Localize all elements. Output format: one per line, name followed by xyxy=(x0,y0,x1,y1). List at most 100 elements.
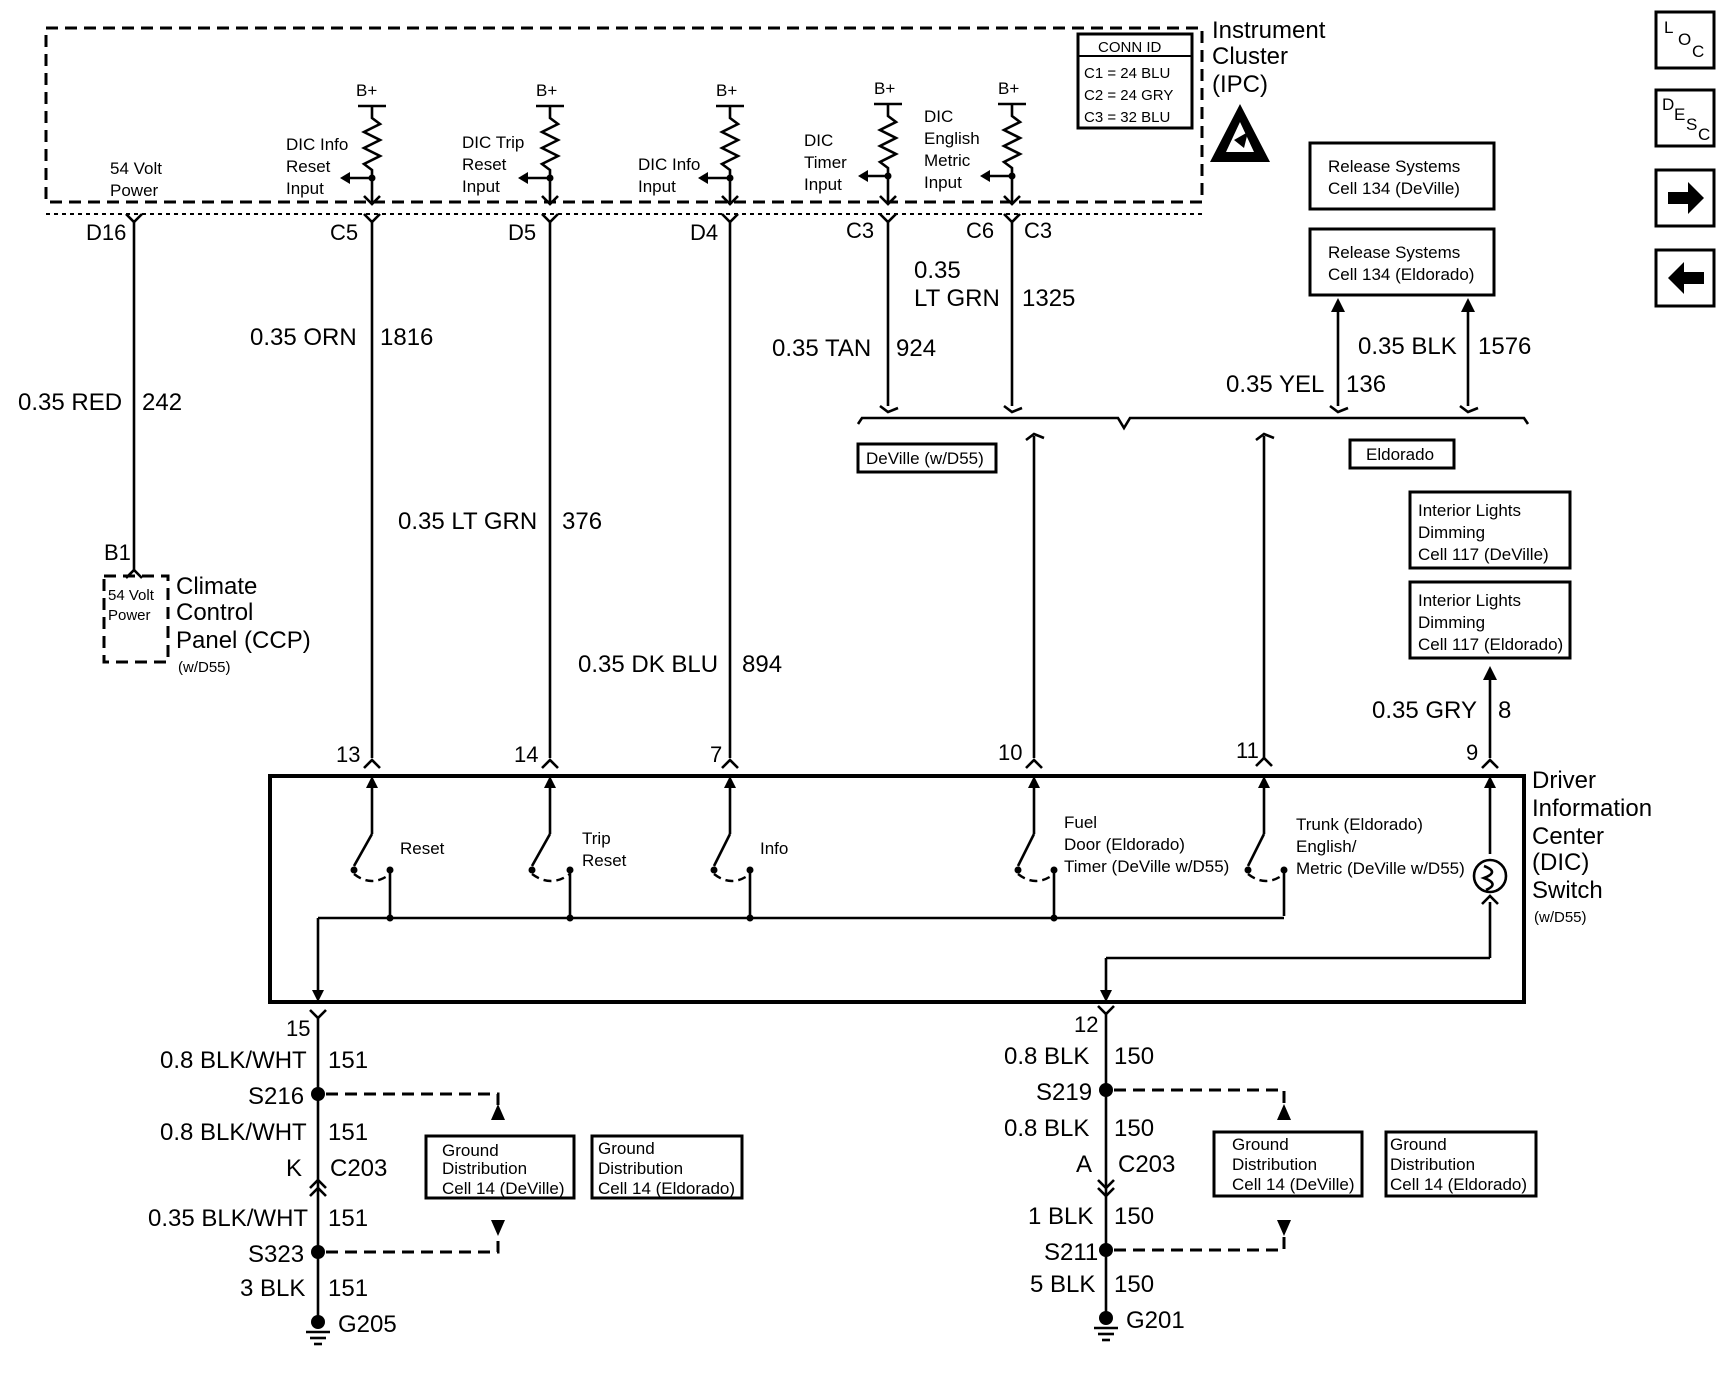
svg-text:Cell 134 (Eldorado): Cell 134 (Eldorado) xyxy=(1328,265,1474,284)
pin-d4: D4 xyxy=(690,220,718,245)
svg-text:151: 151 xyxy=(328,1119,368,1146)
dimming-deville-box[interactable]: Interior Lights Dimming Cell 117 (DeVill… xyxy=(1408,490,1572,570)
svg-text:376: 376 xyxy=(562,508,602,535)
svg-text:Switch: Switch xyxy=(1532,877,1603,904)
svg-text:1576: 1576 xyxy=(1478,333,1531,360)
dic-pin-9: 9 xyxy=(1466,740,1478,765)
svg-text:B+: B+ xyxy=(536,81,557,100)
svg-text:151: 151 xyxy=(328,1205,368,1232)
svg-text:Control: Control xyxy=(176,599,253,626)
svg-text:0.35: 0.35 xyxy=(914,257,961,284)
arrow-left-icon xyxy=(1668,262,1704,294)
conn-id-table: CONN ID C1 = 24 BLU C2 = 24 GRY C3 = 32 … xyxy=(1076,32,1194,130)
svg-text:Cell 14 (Eldorado): Cell 14 (Eldorado) xyxy=(1390,1175,1527,1194)
loc-button[interactable]: L O C xyxy=(1654,10,1716,70)
svg-text:Driver: Driver xyxy=(1532,767,1596,794)
dic-pin-15: 15 xyxy=(286,1016,310,1041)
ground-dist-deville-right[interactable]: Ground Distribution Cell 14 (DeVille) xyxy=(1212,1130,1364,1198)
release-eldorado-box[interactable]: Release Systems Cell 134 (Eldorado) xyxy=(1308,227,1496,297)
release-deville-box[interactable]: Release Systems Cell 134 (DeVille) xyxy=(1308,141,1496,211)
switch-reset: Reset xyxy=(350,776,445,918)
wire-894: 0.35 DK BLU 894 xyxy=(578,213,782,758)
svg-text:O: O xyxy=(1678,30,1691,49)
svg-text:Timer (DeVille w/D55): Timer (DeVille w/D55) xyxy=(1064,857,1229,876)
svg-text:Distribution: Distribution xyxy=(598,1159,683,1178)
wire-1576: 0.35 BLK 1576 xyxy=(1358,298,1531,414)
svg-text:0.35 BLK: 0.35 BLK xyxy=(1358,333,1457,360)
svg-text:DeVille (w/D55): DeVille (w/D55) xyxy=(866,449,984,468)
dic-block: Driver Information Center (DIC) Switch (… xyxy=(268,738,1652,1041)
splice-s211 xyxy=(1099,1243,1113,1257)
dic-ground-bus xyxy=(312,914,1490,1002)
svg-text:Trunk (Eldorado): Trunk (Eldorado) xyxy=(1296,815,1423,834)
svg-text:Ground: Ground xyxy=(442,1141,499,1160)
dic-pin-7: 7 xyxy=(710,742,722,767)
svg-text:0.8 BLK: 0.8 BLK xyxy=(1004,1115,1089,1142)
svg-text:Ground: Ground xyxy=(1232,1135,1289,1154)
ground-dist-deville-left[interactable]: Ground Distribution Cell 14 (DeVille) xyxy=(424,1134,576,1200)
svg-text:Metric (DeVille w/D55): Metric (DeVille w/D55) xyxy=(1296,859,1465,878)
svg-text:924: 924 xyxy=(896,335,936,362)
input-info-reset: B+ DIC Info Reset Input xyxy=(286,81,386,206)
input-english-metric: B+ DIC English Metric Input xyxy=(924,79,1026,206)
svg-text:G205: G205 xyxy=(338,1311,397,1338)
svg-text:0.35 YEL: 0.35 YEL xyxy=(1226,371,1324,398)
svg-text:Input: Input xyxy=(804,175,842,194)
dic-pin-14: 14 xyxy=(514,742,538,767)
svg-text:0.8 BLK/WHT: 0.8 BLK/WHT xyxy=(160,1047,307,1074)
svg-text:DIC Info: DIC Info xyxy=(286,135,348,154)
svg-text:B+: B+ xyxy=(874,79,895,98)
svg-text:Interior Lights: Interior Lights xyxy=(1418,591,1521,610)
svg-text:Interior Lights: Interior Lights xyxy=(1418,501,1521,520)
dic-pin-11: 11 xyxy=(1236,738,1259,763)
dic-title: Driver Information Center (DIC) Switch (… xyxy=(1532,767,1652,926)
svg-text:151: 151 xyxy=(328,1047,368,1074)
svg-text:Dimming: Dimming xyxy=(1418,613,1485,632)
wire-1325: 0.35 LT GRN 1325 xyxy=(914,213,1075,414)
svg-text:Dimming: Dimming xyxy=(1418,523,1485,542)
variant-brace xyxy=(856,416,1530,431)
ground-dist-eldorado-right[interactable]: Ground Distribution Cell 14 (Eldorado) xyxy=(1384,1130,1538,1198)
svg-text:Cell 14 (DeVille): Cell 14 (DeVille) xyxy=(442,1179,565,1198)
pin-c3b: C3 xyxy=(1024,218,1052,243)
svg-text:Power: Power xyxy=(108,607,151,624)
svg-text:Info: Info xyxy=(760,839,788,858)
svg-text:Metric: Metric xyxy=(924,151,971,170)
svg-text:D: D xyxy=(1662,95,1674,114)
svg-text:242: 242 xyxy=(142,389,182,416)
ground-dist-eldorado-left[interactable]: Ground Distribution Cell 14 (Eldorado) xyxy=(590,1134,744,1200)
wire-1816: 0.35 ORN 1816 xyxy=(250,213,433,758)
pin-c5: C5 xyxy=(330,220,358,245)
svg-text:0.35 DK BLU: 0.35 DK BLU xyxy=(578,651,718,678)
svg-text:C1 = 24 BLU: C1 = 24 BLU xyxy=(1084,65,1170,82)
svg-text:Timer: Timer xyxy=(804,153,847,172)
svg-text:C203: C203 xyxy=(1118,1151,1175,1178)
svg-text:C203: C203 xyxy=(330,1155,387,1182)
next-page-button[interactable] xyxy=(1654,168,1716,228)
svg-text:E: E xyxy=(1674,105,1685,124)
ccp-pin: B1 xyxy=(104,540,131,565)
svg-text:CONN ID: CONN ID xyxy=(1098,39,1162,56)
ground-icon xyxy=(306,1315,330,1346)
deville-variant-box: DeVille (w/D55) xyxy=(856,442,998,474)
svg-text:Input: Input xyxy=(286,179,324,198)
ipc-outline xyxy=(44,26,1204,204)
svg-text:5 BLK: 5 BLK xyxy=(1030,1271,1095,1298)
ground-left: 0.8 BLK/WHT 151 S216 0.8 BLK/WHT 151 K C… xyxy=(148,1009,505,1346)
svg-text:(DIC): (DIC) xyxy=(1532,849,1589,876)
prev-page-button[interactable] xyxy=(1654,248,1716,308)
wire-to-pin10 xyxy=(1025,432,1045,758)
dimming-eldorado-box[interactable]: Interior Lights Dimming Cell 117 (Eldora… xyxy=(1408,580,1572,660)
svg-text:Cell 117 (DeVille): Cell 117 (DeVille) xyxy=(1418,545,1549,564)
input-timer: B+ DIC Timer Input xyxy=(804,79,902,206)
svg-text:1 BLK: 1 BLK xyxy=(1028,1203,1093,1230)
switch-fuel-timer: Fuel Door (Eldorado) Timer (DeVille w/D5… xyxy=(1014,776,1229,918)
desc-button[interactable]: D E S C xyxy=(1654,88,1716,148)
ccp-outline xyxy=(102,574,170,664)
input-info: B+ DIC Info Input xyxy=(638,81,744,206)
svg-text:0.35 LT GRN: 0.35 LT GRN xyxy=(398,508,537,535)
svg-text:Information: Information xyxy=(1532,795,1652,822)
svg-text:Ground: Ground xyxy=(1390,1135,1447,1154)
svg-text:Center: Center xyxy=(1532,823,1604,850)
svg-text:150: 150 xyxy=(1114,1203,1154,1230)
